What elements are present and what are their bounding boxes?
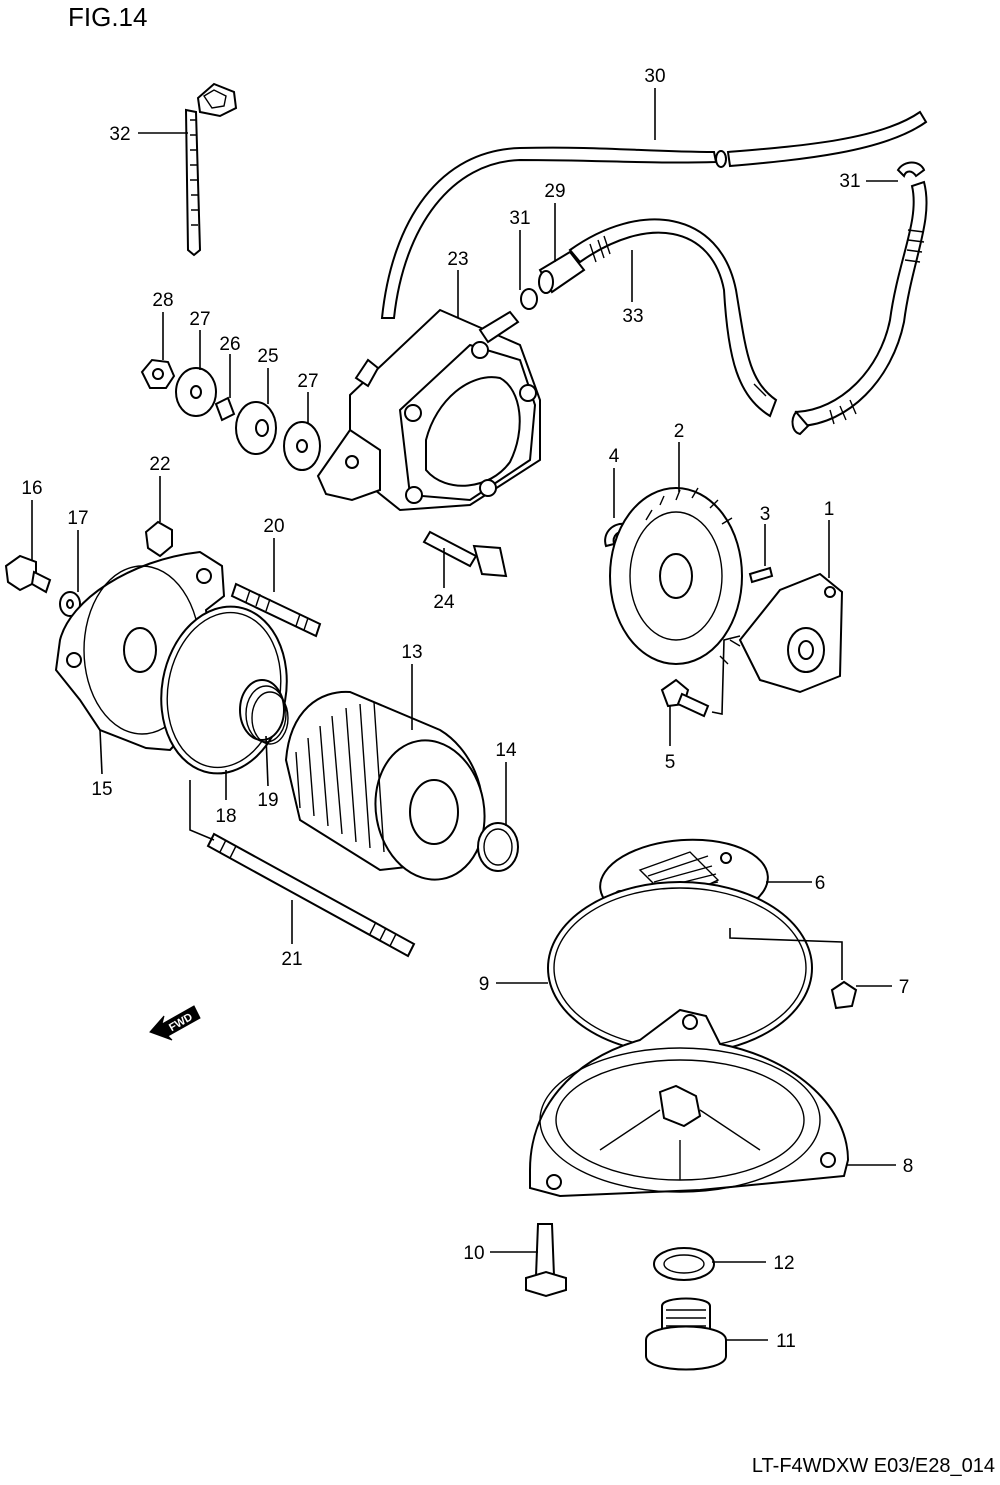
part-22-nut (144, 520, 173, 558)
part-10-bolt (525, 1223, 567, 1298)
callout-labels: 32 30 31 31 29 33 23 28 27 26 25 27 24 2… (21, 66, 913, 1352)
callout-4: 4 (609, 446, 620, 467)
callout-17: 17 (67, 508, 88, 529)
callout-21: 21 (281, 949, 302, 970)
part-26-collar (214, 396, 236, 422)
callout-26: 26 (219, 334, 240, 355)
part-25-grommet (235, 401, 277, 455)
part-16-bolt (4, 554, 52, 594)
part-17-washer (59, 591, 81, 617)
part-32-cable-tie (184, 82, 238, 257)
callout-27-a: 27 (189, 309, 210, 330)
part-21-stud (189, 780, 416, 958)
part-12-gasket (653, 1247, 715, 1281)
part-8-cap (529, 1008, 850, 1198)
part-19-spring (239, 679, 289, 745)
callout-12: 12 (773, 1253, 794, 1274)
callout-18: 18 (215, 806, 236, 827)
part-27-washer-b (283, 421, 321, 471)
callout-6: 6 (815, 873, 826, 894)
part-31-clamps (520, 161, 926, 310)
callout-33: 33 (622, 306, 643, 327)
callout-31-right: 31 (839, 171, 860, 192)
part-13-oil-filter (284, 690, 486, 881)
part-20-stud (230, 582, 322, 638)
part-3-pin (748, 566, 774, 584)
part-7-bolt (729, 928, 858, 1010)
callout-28: 28 (152, 290, 173, 311)
part-29-fitting (538, 250, 586, 294)
callout-31-left: 31 (509, 208, 530, 229)
callout-8: 8 (903, 1156, 914, 1177)
part-28-nut (140, 358, 176, 389)
part-27-washer-a (175, 367, 217, 417)
callout-20: 20 (263, 516, 284, 537)
callout-30: 30 (644, 66, 665, 87)
callout-32: 32 (109, 124, 130, 145)
part-30-hose (380, 110, 928, 319)
part-14-o-ring (477, 822, 519, 872)
figure-code: LT-F4WDXW E03/E28_014 (752, 1455, 995, 1477)
callout-13: 13 (401, 642, 422, 663)
part-5-screw (660, 635, 741, 718)
callout-11: 11 (776, 1331, 796, 1352)
part-1-oil-pump (738, 572, 844, 694)
callout-27-b: 27 (297, 371, 318, 392)
callout-23: 23 (447, 249, 468, 270)
callout-5: 5 (665, 752, 676, 773)
callout-2: 2 (674, 421, 685, 442)
callout-16: 16 (21, 478, 42, 499)
fwd-arrow-icon: FWD (149, 1005, 201, 1041)
callout-10: 10 (463, 1243, 484, 1264)
callout-14: 14 (495, 740, 517, 761)
part-11-drain-plug (645, 1297, 727, 1371)
callout-1: 1 (824, 499, 835, 520)
leader-lines (31, 88, 898, 1341)
figure-title: FIG.14 (68, 2, 147, 32)
callout-24: 24 (433, 592, 455, 613)
callout-15: 15 (91, 779, 112, 800)
callout-19: 19 (257, 790, 278, 811)
callout-29: 29 (544, 181, 565, 202)
part-2-gear (609, 487, 743, 665)
callout-25: 25 (257, 346, 278, 367)
callout-3: 3 (760, 504, 771, 525)
part-33-hose (568, 180, 928, 436)
callout-9: 9 (479, 974, 490, 995)
fwd-label: FWD (167, 1011, 195, 1034)
callout-7: 7 (899, 977, 910, 998)
part-24-bolt (422, 530, 508, 578)
callout-22: 22 (149, 454, 170, 475)
part-23-fuel-pump (316, 308, 541, 512)
